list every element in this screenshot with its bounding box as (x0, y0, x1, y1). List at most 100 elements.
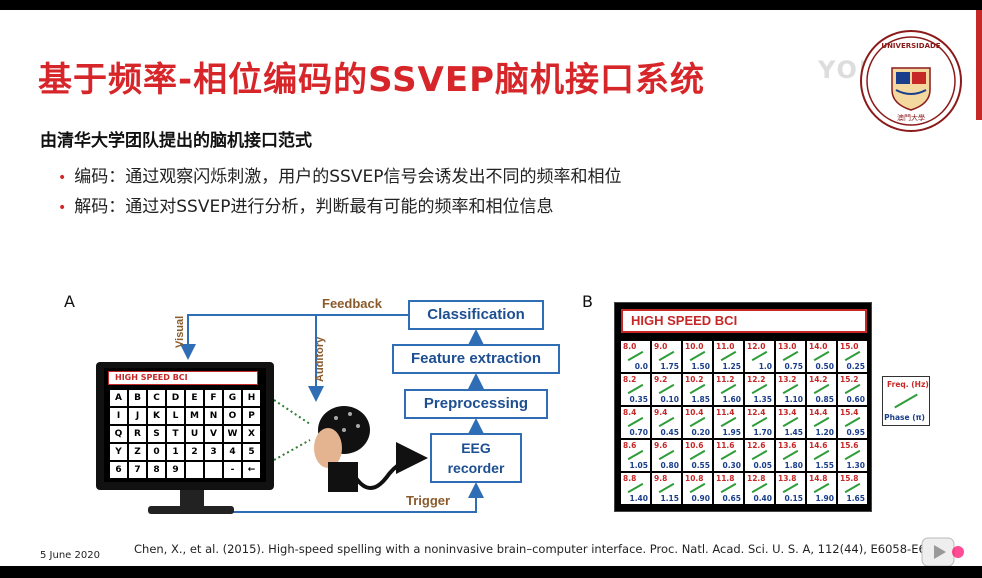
cell-phase: 0.05 (753, 461, 772, 470)
cell-divider (752, 417, 768, 427)
figure-a: A Visual Auditory Feedback Trigger HIGH … (60, 290, 580, 535)
key: 7 (129, 462, 146, 478)
cell-divider (628, 417, 644, 427)
cell-frequency: 13.6 (778, 441, 797, 450)
bullet-dot: • (58, 170, 66, 186)
cell-divider (659, 417, 675, 427)
cell-frequency: 8.2 (623, 375, 636, 384)
slide: 基于频率-相位编码的SSVEP脑机接口系统 YOUKU UNIVERSIDADE… (0, 10, 982, 566)
stimulus-cell: 10.21.85 (683, 374, 712, 405)
cell-divider (783, 417, 799, 427)
cell-divider (814, 483, 830, 493)
cell-divider (845, 417, 861, 427)
cell-phase: 0.45 (660, 428, 679, 437)
visual-label: Visual (174, 316, 186, 348)
cell-phase: 1.65 (846, 494, 865, 503)
cell-phase: 1.80 (784, 461, 803, 470)
cell-divider (659, 450, 675, 460)
cell-frequency: 14.8 (809, 474, 828, 483)
cell-phase: 0.0 (635, 362, 648, 371)
cell-phase: 1.50 (691, 362, 710, 371)
trigger-label: Trigger (406, 493, 450, 508)
stimulus-cell: 9.81.15 (652, 473, 681, 504)
stimulus-cell: 9.01.75 (652, 341, 681, 372)
cell-divider (721, 483, 737, 493)
cell-frequency: 8.0 (623, 342, 636, 351)
stimulus-cell: 14.8 1.90 (807, 473, 836, 504)
cell-divider (690, 351, 706, 361)
cell-phase: 1.90 (815, 494, 834, 503)
stimulus-cell: 13.21.10 (776, 374, 805, 405)
stimulus-cell: 14.41.20 (807, 407, 836, 438)
cell-frequency: 10.0 (685, 342, 704, 351)
key: R (129, 426, 146, 442)
stimulus-cell: 13.4 1.45 (776, 407, 805, 438)
cell-frequency: 13.0 (778, 342, 797, 351)
stimulus-cell: 8.20.35 (621, 374, 650, 405)
stimulus-cell: 12.80.40 (745, 473, 774, 504)
citation: Chen, X., et al. (2015). High-speed spel… (134, 542, 951, 556)
cell-frequency: 10.8 (685, 474, 704, 483)
classification-box: Classification (408, 300, 544, 330)
stimulus-cell: 13.6 1.80 (776, 440, 805, 471)
key: W (224, 426, 241, 442)
key (186, 462, 203, 478)
subtitle: 由清华大学团队提出的脑机接口范式 (40, 126, 312, 151)
key: Z (129, 444, 146, 460)
stimulus-cell: 13.80.15 (776, 473, 805, 504)
key: A (110, 390, 127, 406)
key: 8 (148, 462, 165, 478)
cell-divider (752, 450, 768, 460)
cell-phase: 0.15 (784, 494, 803, 503)
cell-phase: 0.60 (846, 395, 865, 404)
cell-divider (659, 384, 675, 394)
key: K (148, 408, 165, 424)
cell-frequency: 13.4 (778, 408, 797, 417)
cell-frequency: 8.4 (623, 408, 636, 417)
key: L (167, 408, 184, 424)
key: 6 (110, 462, 127, 478)
stimulus-cell: 12.01.0 (745, 341, 774, 372)
monitor: HIGH SPEED BCI ABCDEFGHIJKLMNOPQRSTUVWXY… (96, 362, 274, 490)
cell-frequency: 9.4 (654, 408, 667, 417)
cell-frequency: 13.2 (778, 375, 797, 384)
cell-phase: 0.20 (691, 428, 710, 437)
stimulus-cell: 15.00.25 (838, 341, 867, 372)
stimulus-cell: 10.40.20 (683, 407, 712, 438)
stimulus-cell: 12.41.70 (745, 407, 774, 438)
play-icon[interactable] (918, 532, 968, 566)
key: J (129, 408, 146, 424)
cell-phase: 0.65 (722, 494, 741, 503)
bullet-text: 编码：通过观察闪烁刺激，用户的SSVEP信号会诱发出不同的频率和相位 (74, 167, 621, 187)
stimulus-cell: 10.60.55 (683, 440, 712, 471)
stimulus-cell: 13.00.75 (776, 341, 805, 372)
cell-divider (845, 483, 861, 493)
stimulus-cell: 9.4 0.45 (652, 407, 681, 438)
cell-phase: 1.45 (784, 428, 803, 437)
cell-divider (690, 384, 706, 394)
cell-frequency: 14.2 (809, 375, 828, 384)
cell-phase: 1.35 (753, 395, 772, 404)
cell-divider (814, 351, 830, 361)
stimulus-panel: HIGH SPEED BCI 8.00.09.01.7510.01.5011.0… (614, 302, 872, 512)
cell-divider (659, 483, 675, 493)
key (205, 462, 222, 478)
accent-bar (976, 10, 982, 120)
key: N (205, 408, 222, 424)
cell-divider (783, 384, 799, 394)
cell-divider (721, 417, 737, 427)
cell-phase: 1.95 (722, 428, 741, 437)
key: H (243, 390, 260, 406)
bullet-dot: • (58, 200, 66, 216)
key: V (205, 426, 222, 442)
cell-phase: 0.90 (691, 494, 710, 503)
cell-divider (628, 450, 644, 460)
stimulus-cell: 15.20.60 (838, 374, 867, 405)
stimulus-cell: 14.61.55 (807, 440, 836, 471)
cell-frequency: 9.6 (654, 441, 667, 450)
key: E (186, 390, 203, 406)
svg-text:澳門大學: 澳門大學 (897, 113, 925, 122)
cell-frequency: 14.0 (809, 342, 828, 351)
